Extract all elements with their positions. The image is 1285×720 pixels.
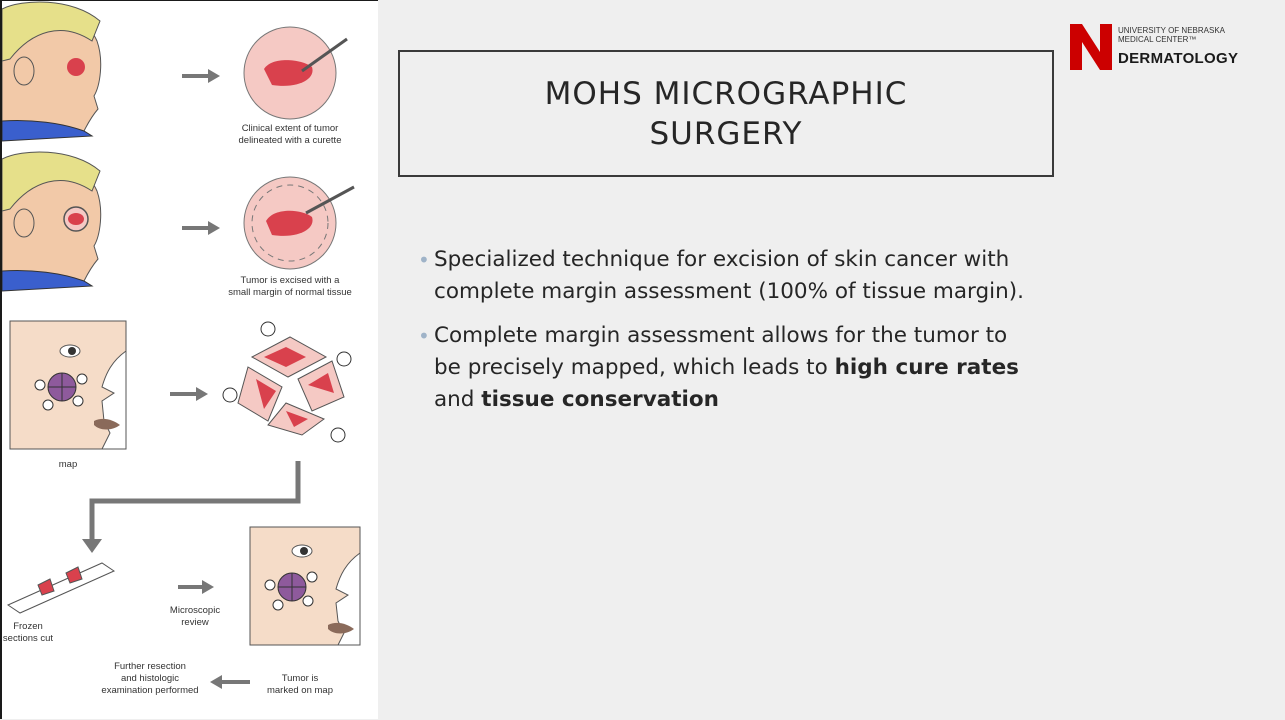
bullet-text-2-mid: and (434, 387, 481, 412)
caption-tumor-is: Tumor is (282, 673, 319, 684)
arrow-right-icon (178, 580, 214, 594)
map-face-panel (10, 321, 126, 449)
mohs-procedure-diagram: Clinical extent of tumor delineated with… (0, 0, 378, 719)
bold-high-cure-rates: high cure rates (835, 355, 1019, 380)
arrow-right-icon (182, 69, 220, 83)
caption-microscopic: Microscopic (170, 605, 220, 616)
logo-university-line: UNIVERSITY OF NEBRASKA (1118, 26, 1225, 35)
caption-sections-cut: sections cut (3, 633, 54, 644)
arrow-right-icon (170, 387, 208, 401)
bold-tissue-conservation: tissue conservation (481, 387, 719, 412)
unmc-dermatology-logo: UNIVERSITY OF NEBRASKA MEDICAL CENTER™ D… (1070, 22, 1285, 78)
arrow-right-icon (182, 221, 220, 235)
caption-map: map (59, 459, 77, 470)
face-illustration-2 (2, 152, 101, 291)
bullet-item-2: • Complete margin assessment allows for … (434, 320, 1034, 416)
mohs-diagram-svg: Clinical extent of tumor delineated with… (2, 1, 380, 720)
arrow-left-icon (210, 675, 250, 689)
logo-medical-center-line: MEDICAL CENTER™ (1118, 35, 1196, 44)
tumor-circle-1 (244, 27, 347, 119)
caption-review: review (181, 617, 209, 628)
bullet-icon: • (418, 320, 430, 352)
caption-frozen: Frozen (13, 621, 43, 632)
caption-marked-on-map: marked on map (267, 685, 333, 696)
marked-map-panel (250, 527, 360, 645)
face-illustration-1 (2, 2, 101, 141)
unmc-n-logo-icon (1070, 22, 1112, 72)
bullet-item-1: • Specialized technique for excision of … (434, 244, 1034, 308)
slide-title-box: MOHS MICROGRAPHIC SURGERY (398, 50, 1054, 177)
caption-histologic: and histologic (121, 673, 179, 684)
slide-title: MOHS MICROGRAPHIC SURGERY (496, 74, 956, 154)
tumor-quadrants (238, 337, 344, 435)
frozen-section-slide (8, 563, 114, 613)
caption-delineated: delineated with a curette (239, 135, 342, 146)
caption-clinical-extent: Clinical extent of tumor (242, 123, 339, 134)
caption-further-resection: Further resection (114, 661, 186, 672)
caption-small-margin: small margin of normal tissue (228, 287, 352, 298)
caption-tumor-excised: Tumor is excised with a (241, 275, 341, 286)
caption-examination: examination performed (101, 685, 198, 696)
logo-dermatology: DERMATOLOGY (1118, 50, 1238, 67)
bullet-icon: • (418, 244, 430, 276)
tumor-circle-2 (244, 177, 354, 269)
bullet-text-1: Specialized technique for excision of sk… (434, 247, 1024, 304)
bullet-list: • Specialized technique for excision of … (434, 244, 1034, 428)
